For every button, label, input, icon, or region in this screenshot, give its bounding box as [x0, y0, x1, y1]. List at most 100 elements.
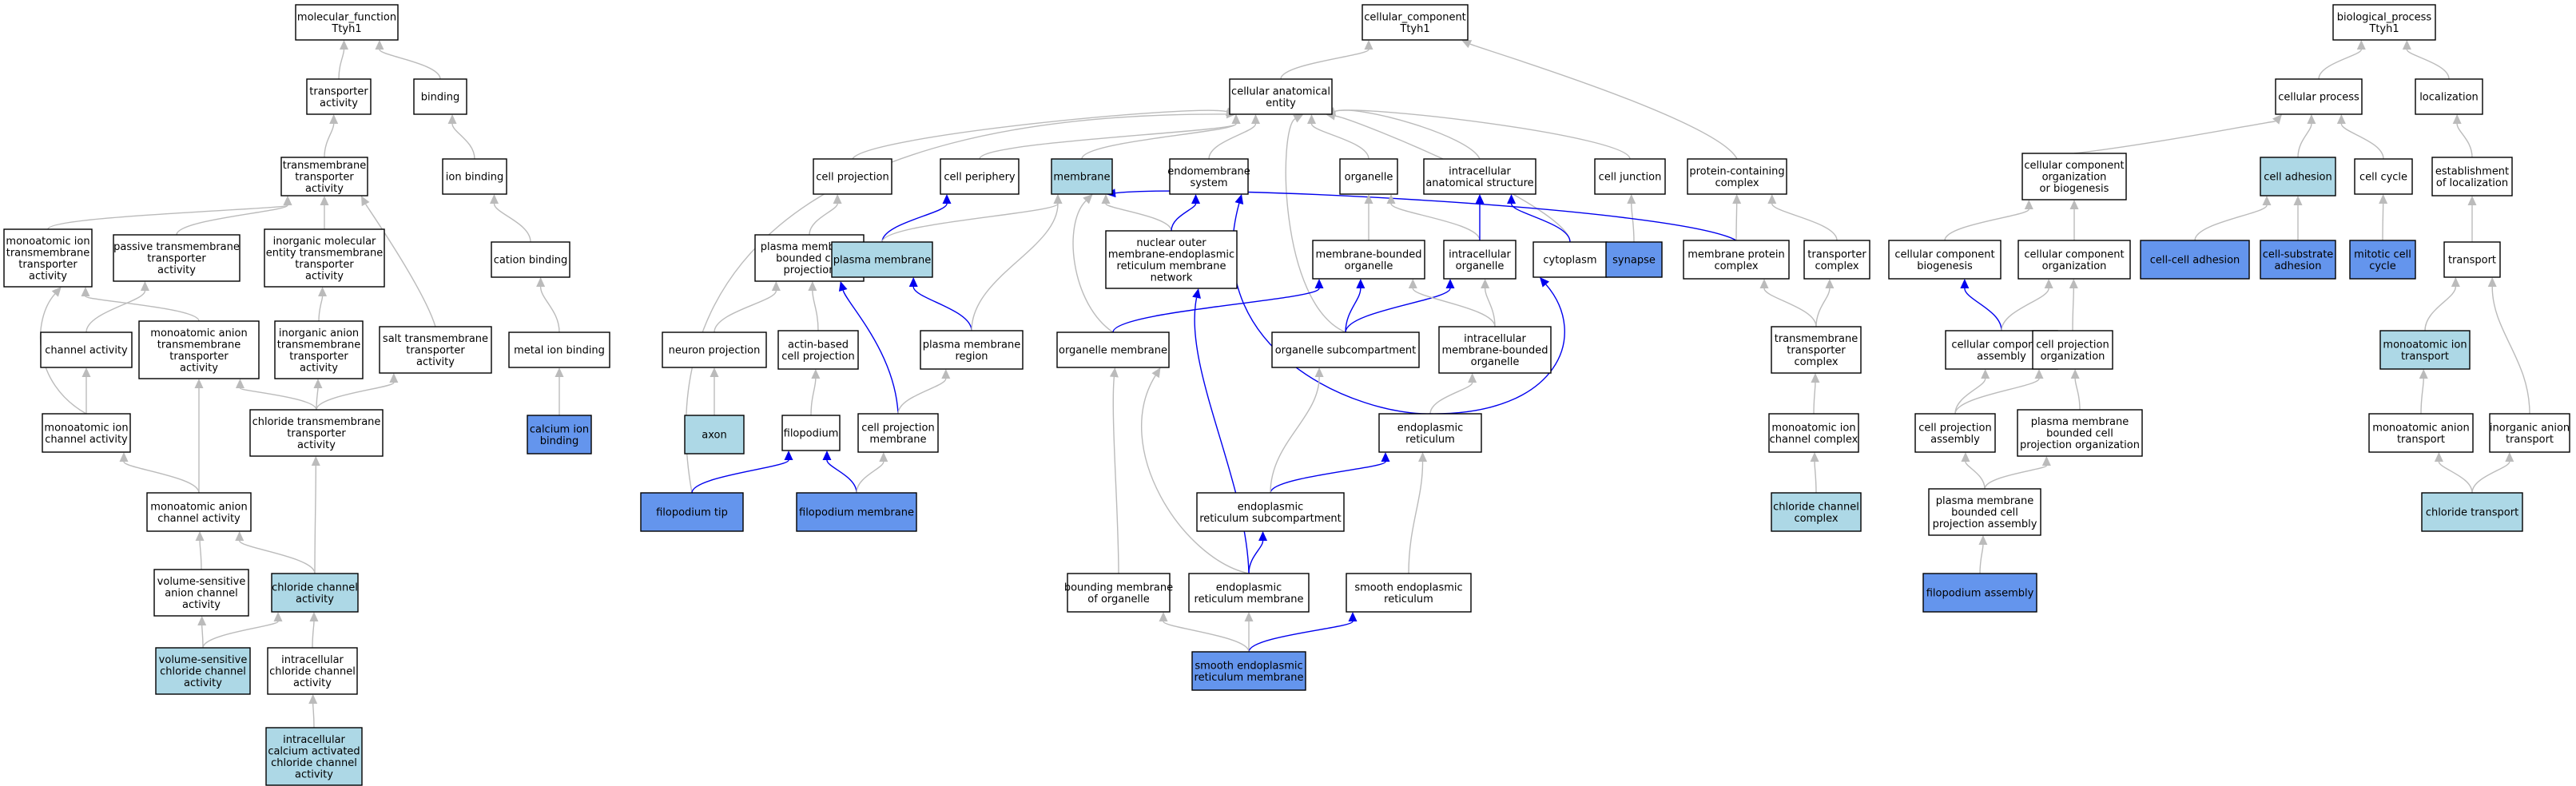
node-label-line: monoatomic ion [44, 422, 128, 434]
node-ionbinding[interactable]: ion binding [442, 158, 507, 195]
node-cellperiphery[interactable]: cell periphery [940, 158, 1020, 195]
node-chloridetm[interactable]: chloride transmembranetransporteractivit… [249, 409, 384, 457]
node-filoassembly[interactable]: filopodium assembly [1922, 573, 2037, 613]
node-celladhesion[interactable]: cell adhesion [2260, 157, 2336, 196]
node-channel[interactable]: channel activity [40, 331, 133, 368]
node-label-line: mitotic cell [2354, 248, 2411, 260]
node-metalion[interactable]: metal ion binding [508, 331, 610, 368]
node-filomembrane[interactable]: filopodium membrane [796, 492, 917, 532]
node-label-line: volume-sensitive [159, 654, 248, 666]
node-cellprojection[interactable]: cell projection [813, 158, 892, 195]
node-label-line: metal ion binding [514, 345, 605, 357]
node-neuronprojection[interactable]: neuron projection [662, 331, 767, 368]
node-organelle[interactable]: organelle [1339, 158, 1398, 195]
node-transport[interactable]: transport [2443, 241, 2501, 278]
arrowhead-chloridechannel-to-chloridetm [311, 456, 320, 466]
node-axon[interactable]: axon [684, 415, 745, 455]
node-label-line: bounded cell [776, 253, 843, 265]
node-filopodium[interactable]: filopodium [781, 415, 841, 451]
node-organellesub[interactable]: organelle subcompartment [1271, 331, 1420, 368]
node-cytoplasm[interactable]: cytoplasm [1532, 241, 1608, 278]
node-cellcelladhesion[interactable]: cell-cell adhesion [2140, 240, 2250, 280]
arrowhead-organellesub-to-cae [1293, 114, 1304, 123]
arrowhead-intracellorg-to-intracellanat [1475, 194, 1485, 204]
arrowhead-passive-to-tmtransporter [283, 196, 292, 205]
node-label-line: endoplasmic [1238, 501, 1303, 513]
node-moniontm[interactable]: monoatomic iontransmembranetransporterac… [3, 228, 93, 288]
node-cationbinding[interactable]: cation binding [491, 241, 570, 278]
node-label-line: cellular component [1894, 248, 1994, 260]
node-binding[interactable]: binding [413, 78, 467, 115]
node-membrane[interactable]: membrane [1051, 158, 1113, 195]
node-synapse[interactable]: synapse [1605, 241, 1663, 278]
node-chloridetransport[interactable]: chloride transport [2421, 492, 2523, 532]
node-cellularprocess[interactable]: cellular process [2275, 78, 2363, 115]
node-localization[interactable]: localization [2415, 78, 2483, 115]
arrowhead-monionchannel-to-moniontm [51, 287, 62, 297]
arrowhead-intracellmbo-to-membranebounded [1408, 279, 1417, 288]
node-inorganiontm[interactable]: inorganic aniontransmembranetransportera… [274, 320, 364, 379]
node-cellcycle[interactable]: cell cycle [2354, 158, 2413, 195]
node-box [1188, 573, 1310, 613]
node-organellemembrane[interactable]: organelle membrane [1056, 331, 1170, 368]
node-nuclearouter[interactable]: nuclear outermembrane-endoplasmicreticul… [1105, 230, 1238, 289]
arrowhead-filotip-to-filopodium [784, 451, 793, 460]
edge-transportercomplex-to-proteincomplex [1771, 203, 1838, 241]
node-celljunction[interactable]: cell junction [1594, 158, 1666, 195]
node-plasmamembrane[interactable]: plasma membrane [831, 241, 933, 278]
node-monaniontm[interactable]: monoatomic aniontransmembranetransporter… [138, 320, 260, 379]
node-box [1683, 240, 1790, 280]
node-filotip[interactable]: filopodium tip [640, 492, 744, 532]
